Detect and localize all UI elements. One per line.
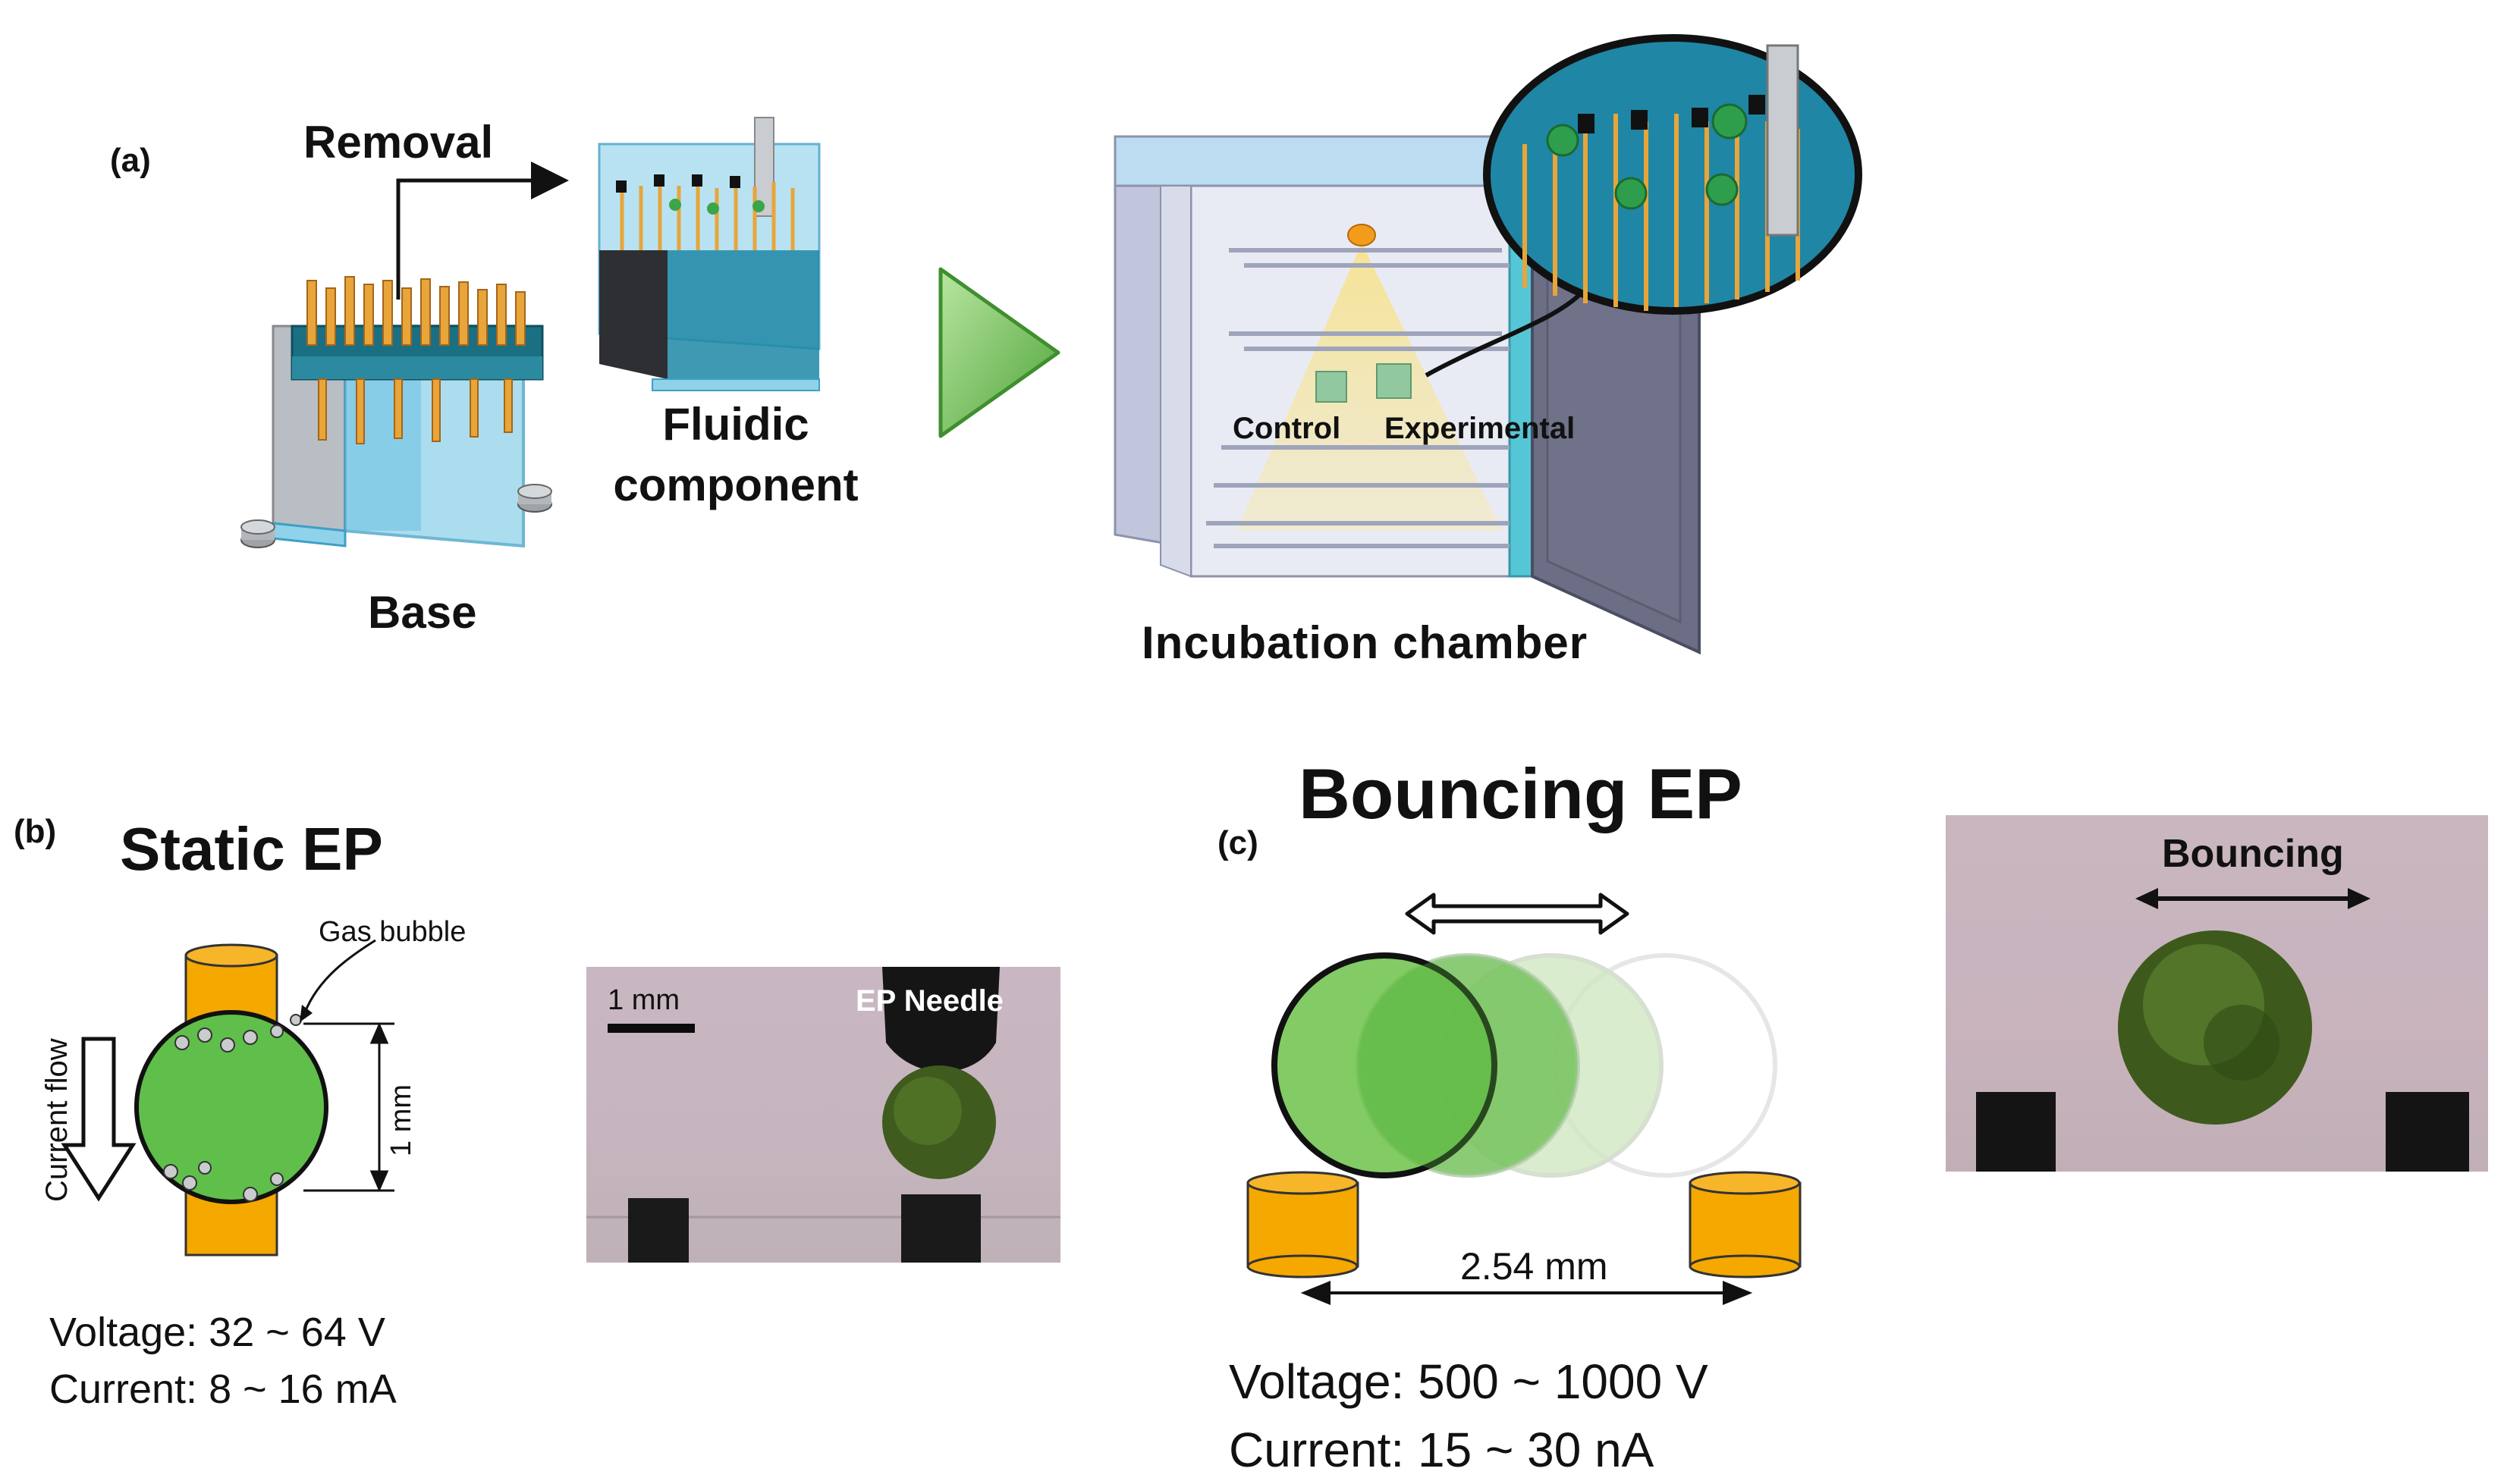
gas-bubble-label: Gas bubble: [319, 916, 467, 948]
static-current: Current: 8 ~ 16 mA: [49, 1366, 397, 1412]
fluidic-label-line1: Fluidic: [662, 399, 809, 450]
bouncing-voltage: Voltage: 500 ~ 1000 V: [1229, 1354, 1708, 1409]
static-voltage: Voltage: 32 ~ 64 V: [49, 1310, 385, 1355]
control-label: Control: [1233, 412, 1341, 445]
bouncing-photo-label: Bouncing: [2162, 832, 2344, 876]
panel-a-label: (a): [110, 142, 151, 179]
panel-b-label: (b): [14, 813, 57, 850]
current-flow-arrow-icon: [61, 1037, 137, 1202]
spacing-arrow: [1300, 1281, 1753, 1305]
base-assembly: [240, 276, 552, 548]
incubation-chamber: [1114, 34, 1862, 655]
bouncing-ep-photo: Bouncing: [1946, 815, 2488, 1172]
fluidic-component: [598, 117, 821, 391]
process-arrow-icon: [938, 267, 1060, 438]
dimension-line: [303, 1022, 394, 1192]
removal-arrow: [396, 162, 569, 300]
incubation-chamber-label: Incubation chamber: [1142, 617, 1588, 668]
experimental-label: Experimental: [1384, 412, 1576, 445]
fluidic-label-line2: component: [613, 460, 859, 510]
static-ep-photo: 1 mm EP Needle: [586, 967, 1060, 1263]
electrode-left: [1246, 1171, 1359, 1278]
ep-needle-label: EP Needle: [856, 984, 1004, 1018]
electrode-right: [1689, 1171, 1802, 1278]
bounce-direction-arrow-icon: [1405, 893, 1629, 935]
removal-label: Removal: [303, 117, 494, 168]
static-ep-title: Static EP: [120, 815, 383, 883]
bouncing-current: Current: 15 ~ 30 nA: [1229, 1423, 1654, 1477]
panel-c-label: (c): [1217, 824, 1258, 861]
spacing-label: 2.54 mm: [1460, 1245, 1608, 1288]
gas-bubbles: [163, 1014, 302, 1202]
base-label: Base: [368, 587, 477, 638]
photo-scale-label: 1 mm: [608, 984, 680, 1016]
cell-sphere: [134, 1010, 328, 1204]
bouncing-ep-title: Bouncing EP: [1299, 754, 1742, 833]
